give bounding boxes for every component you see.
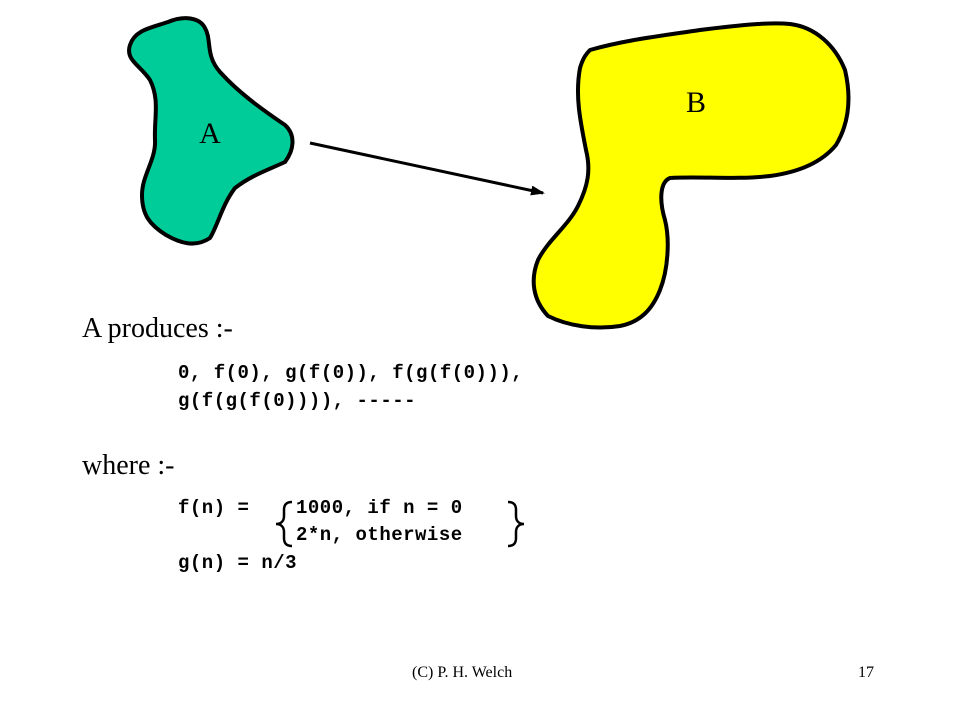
footer-credit: (C) P. H. Welch — [412, 664, 513, 681]
f-case-1: 1000, if n = 0 — [296, 497, 463, 519]
sequence-line-1: 0, f(0), g(f(0)), f(g(f(0))), — [178, 362, 524, 384]
where-heading: where :- — [82, 450, 175, 481]
page-number: 17 — [858, 664, 874, 681]
g-definition: g(n) = n/3 — [178, 552, 298, 574]
process-a-label: A — [199, 117, 221, 150]
produces-heading: A produces :- — [82, 313, 233, 344]
f-definition-lhs: f(n) = — [178, 497, 250, 519]
sequence-line-2: g(f(g(f(0)))), ----- — [178, 390, 417, 412]
channel-arrow — [309, 141, 545, 196]
process-b-label: B — [686, 86, 706, 119]
f-case-2: 2*n, otherwise — [296, 524, 463, 546]
process-a-shape — [127, 16, 295, 246]
right-brace — [507, 500, 525, 548]
process-b-shape — [531, 21, 851, 330]
left-brace — [275, 500, 293, 548]
